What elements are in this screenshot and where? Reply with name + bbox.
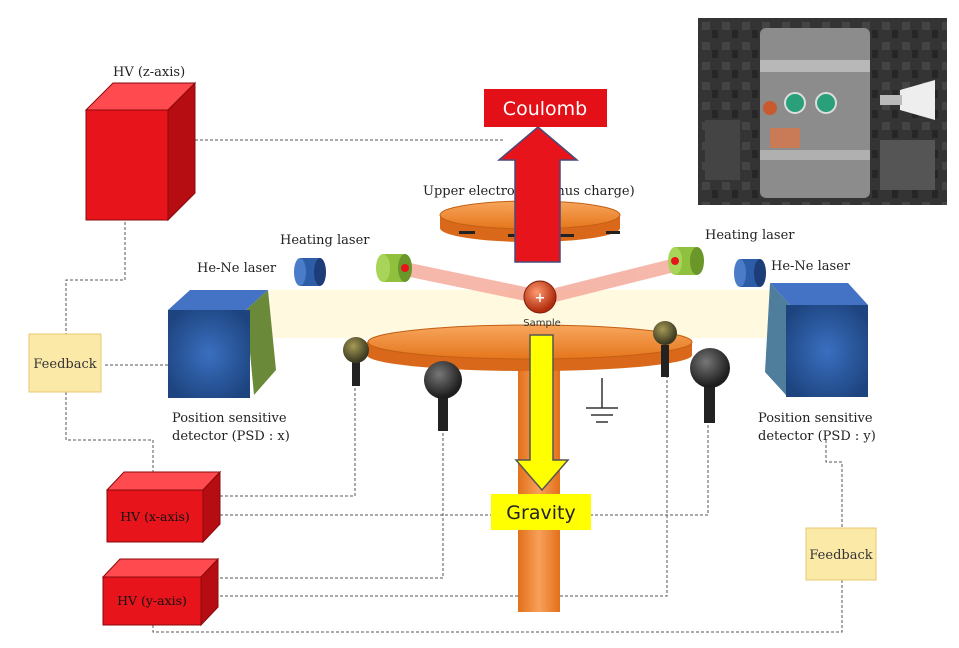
psd-y-label-line2: detector (PSD : y) xyxy=(758,429,876,444)
hv-y-label: HV (y-axis) xyxy=(117,593,187,608)
lab-photo xyxy=(698,18,947,205)
gravity-label: Gravity xyxy=(506,502,575,524)
gravity-box xyxy=(491,494,591,530)
coulomb-label: Coulomb xyxy=(503,98,587,120)
heating-laser-right-label: Heating laser xyxy=(705,228,795,243)
sample-charge: + xyxy=(535,291,546,306)
feedback-right-box xyxy=(805,527,877,581)
hene-laser-left xyxy=(294,258,326,286)
side-electrode-1 xyxy=(343,337,369,386)
feedback-left-box xyxy=(28,333,102,393)
hv-y-box xyxy=(101,557,220,627)
hv-x-label: HV (x-axis) xyxy=(120,509,190,524)
hv-z-box xyxy=(84,81,197,222)
feedback-right-label: Feedback xyxy=(809,548,872,563)
hv-z-label: HV (z-axis) xyxy=(113,65,185,80)
coulomb-arrow xyxy=(496,126,580,263)
hv-x-box xyxy=(105,470,222,544)
hene-laser-right xyxy=(734,259,766,287)
psd-y-label-line1: Position sensitive xyxy=(758,411,873,426)
coulomb-box xyxy=(484,89,607,127)
psd-y-cube xyxy=(765,283,868,397)
psd-x-label-line2: detector (PSD : x) xyxy=(172,429,290,444)
sample-sphere xyxy=(523,280,557,314)
feedback-left-label: Feedback xyxy=(33,357,96,372)
heating-laser-right xyxy=(668,247,704,275)
psd-x-label-line1: Position sensitive xyxy=(172,411,287,426)
hene-left-label: He-Ne laser xyxy=(197,261,277,276)
signal-wires xyxy=(65,139,843,633)
psd-x-cube xyxy=(168,290,276,398)
heating-laser-left-label: Heating laser xyxy=(280,233,370,248)
side-electrode-2 xyxy=(424,361,462,431)
heating-laser-beams xyxy=(405,258,675,302)
side-electrode-4 xyxy=(690,348,730,423)
side-electrode-3 xyxy=(653,321,677,377)
gravity-arrow xyxy=(514,334,570,492)
ground-icon xyxy=(586,378,618,423)
sample-label: Sample xyxy=(523,318,561,329)
hene-right-label: He-Ne laser xyxy=(771,259,851,274)
heating-laser-left xyxy=(376,254,412,282)
